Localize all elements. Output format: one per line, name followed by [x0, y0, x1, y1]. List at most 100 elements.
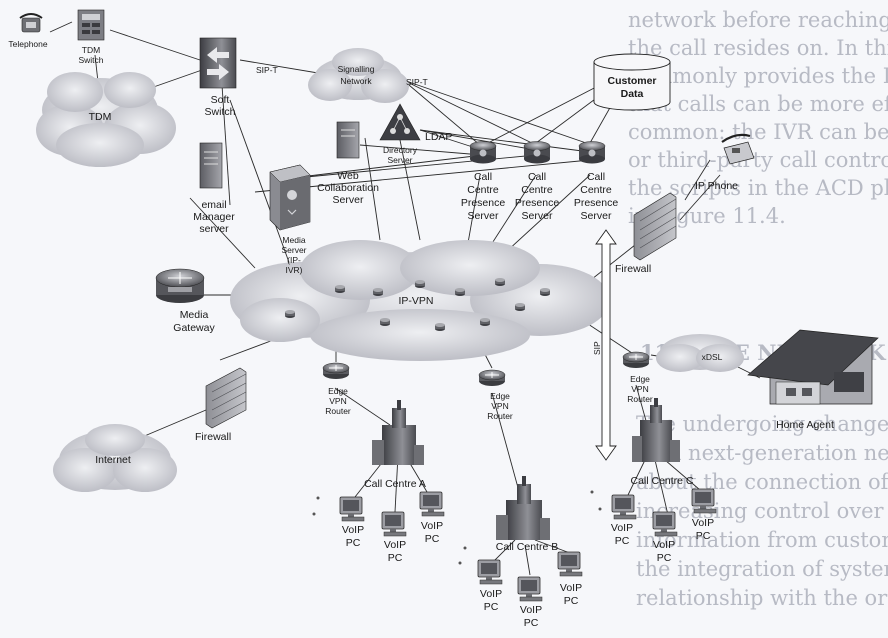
edge-mid-label-3: Router [487, 411, 513, 421]
signalling-network-label-2: Network [340, 76, 372, 86]
house-icon [747, 329, 879, 405]
home-agent-node: Home Agent [747, 329, 879, 431]
voip-pc-label-1: VoIP [560, 582, 582, 594]
ccp2-label-2: Centre [521, 184, 553, 196]
media-gateway-label-1: Media [180, 309, 209, 321]
voip-pc-a1: VoIP PC [339, 496, 365, 549]
directory-server-label-1: Directory [383, 145, 418, 155]
building-icon [496, 476, 550, 540]
telephone-icon [19, 13, 43, 33]
voip-pc-b3: VoIP PC [557, 551, 583, 607]
call-centre-b-node: Call Centre B [496, 476, 558, 553]
wireless-signal-icons [312, 490, 602, 565]
email-manager-label-2: Manager [193, 211, 235, 223]
voip-pc-label-2: PC [615, 535, 630, 547]
call-centre-c-node: Call Centre C [630, 398, 694, 487]
building-icon [372, 400, 424, 465]
sip-t-right-label: SIP-T [406, 77, 428, 87]
xdsl-cloud: xDSL [656, 334, 744, 372]
voip-pc-c2: VoIP PC [652, 511, 678, 564]
firewall-icon [633, 192, 677, 261]
firewall-top-label: Firewall [615, 263, 651, 275]
media-server-label-1: Media [282, 235, 305, 245]
ccp1-label-1: Call [474, 171, 492, 183]
web-collab-label-2: Collaboration [317, 182, 379, 194]
voip-pc-a3: VoIP PC [419, 491, 445, 545]
customer-data-label-2: Data [621, 88, 644, 100]
edge-right-label-1: Edge [630, 374, 650, 384]
background-text-line: or third-party call control via the netw… [628, 148, 888, 172]
pc-icon [339, 496, 365, 522]
background-text-line: increasing control over the routing of c… [636, 499, 888, 523]
call-centre-b-label: Call Centre B [496, 541, 558, 553]
building-icon [632, 398, 680, 462]
edge-left-label-1: Edge [328, 386, 348, 396]
voip-pc-label-1: VoIP [653, 539, 675, 551]
firewall-bottom-node: Firewall [195, 367, 247, 443]
voip-pc-label-1: VoIP [421, 520, 443, 532]
background-text-line: relationship with the organisation (labe… [636, 586, 888, 610]
router-icon [478, 369, 506, 387]
ccp2-label-4: Server [522, 210, 553, 222]
background-text-line: network before reaching the PBX/ACD that… [628, 8, 888, 32]
telephone-label: Telephone [8, 39, 48, 49]
background-text-line: that calls can be more efficiently route… [628, 92, 888, 116]
sip-label: SIP [592, 341, 602, 355]
tdm-cloud-label: TDM [89, 111, 112, 123]
ip-phone-icon [721, 133, 755, 165]
edge-right-label-2: VPN [631, 384, 648, 394]
call-centre-presence-server-3: Call Centre Presence Server [574, 141, 619, 222]
voip-pc-a2: VoIP PC [381, 511, 407, 564]
background-text-line: the call resides on. In this type of sol… [628, 36, 888, 60]
voip-pc-label-1: VoIP [520, 604, 542, 616]
customer-data-label-1: Customer [607, 75, 656, 87]
voip-pc-label-2: PC [657, 552, 672, 564]
media-gateway-node: Media Gateway [155, 268, 215, 334]
media-gateway-icon [155, 268, 205, 303]
email-manager-label-3: server [199, 223, 229, 235]
pc-icon [381, 511, 407, 537]
router-icon [322, 362, 350, 380]
server-tower-icon [199, 142, 223, 189]
sip-t-left-label: SIP-T [256, 65, 278, 75]
soft-switch-icon [199, 37, 237, 89]
voip-pc-label-2: PC [388, 552, 403, 564]
background-text-line: the integration of systems and provided … [636, 557, 888, 581]
ccp1-label-3: Presence [461, 197, 506, 209]
call-centre-presence-server-1: Call Centre Presence Server [461, 141, 506, 222]
ip-vpn-cloud: IP-VPN [230, 240, 610, 361]
edge-vpn-router-right: Edge VPN Router [622, 351, 653, 404]
media-server-label-3: (IP- [287, 255, 301, 265]
ccp3-label-1: Call [587, 171, 605, 183]
voip-pc-label-1: VoIP [384, 539, 406, 551]
ccp3-label-3: Presence [574, 197, 619, 209]
connection-lines [49, 21, 761, 576]
directory-triangle-icon [379, 103, 421, 141]
web-collab-label-3: Server [333, 194, 364, 206]
tdm-switch-node: TDM Switch [77, 9, 105, 65]
media-gateway-label-2: Gateway [173, 322, 215, 334]
soft-switch-label-2: Switch [205, 106, 236, 118]
call-centre-presence-server-2: Call Centre Presence Server [515, 141, 559, 222]
pc-icon [517, 576, 543, 602]
server-tower-icon [336, 121, 360, 159]
sip-double-arrow: SIP [592, 229, 617, 461]
signalling-network-label-1: Signalling [338, 64, 375, 74]
signalling-network-cloud: Signalling Network [308, 48, 409, 103]
email-manager-label-1: email [201, 199, 226, 211]
customer-data-node: Customer Data [593, 53, 671, 111]
background-text-line: commonly provides the IP network-based I… [628, 64, 888, 88]
directory-server-node: Directory Server [379, 103, 421, 165]
background-text-line: The undergoing changes focus mostly on t… [636, 412, 888, 436]
voip-pc-c3: VoIP PC [691, 488, 717, 542]
voip-pc-label-2: PC [696, 530, 711, 542]
pc-icon [691, 488, 717, 514]
edge-left-label-2: VPN [329, 396, 346, 406]
home-agent-label: Home Agent [776, 419, 834, 431]
ccp3-label-4: Server [581, 210, 612, 222]
directory-server-label-2: Server [387, 155, 412, 165]
media-server-label-2: Server [281, 245, 306, 255]
voip-pc-label-2: PC [425, 533, 440, 545]
pc-icon [652, 511, 678, 537]
